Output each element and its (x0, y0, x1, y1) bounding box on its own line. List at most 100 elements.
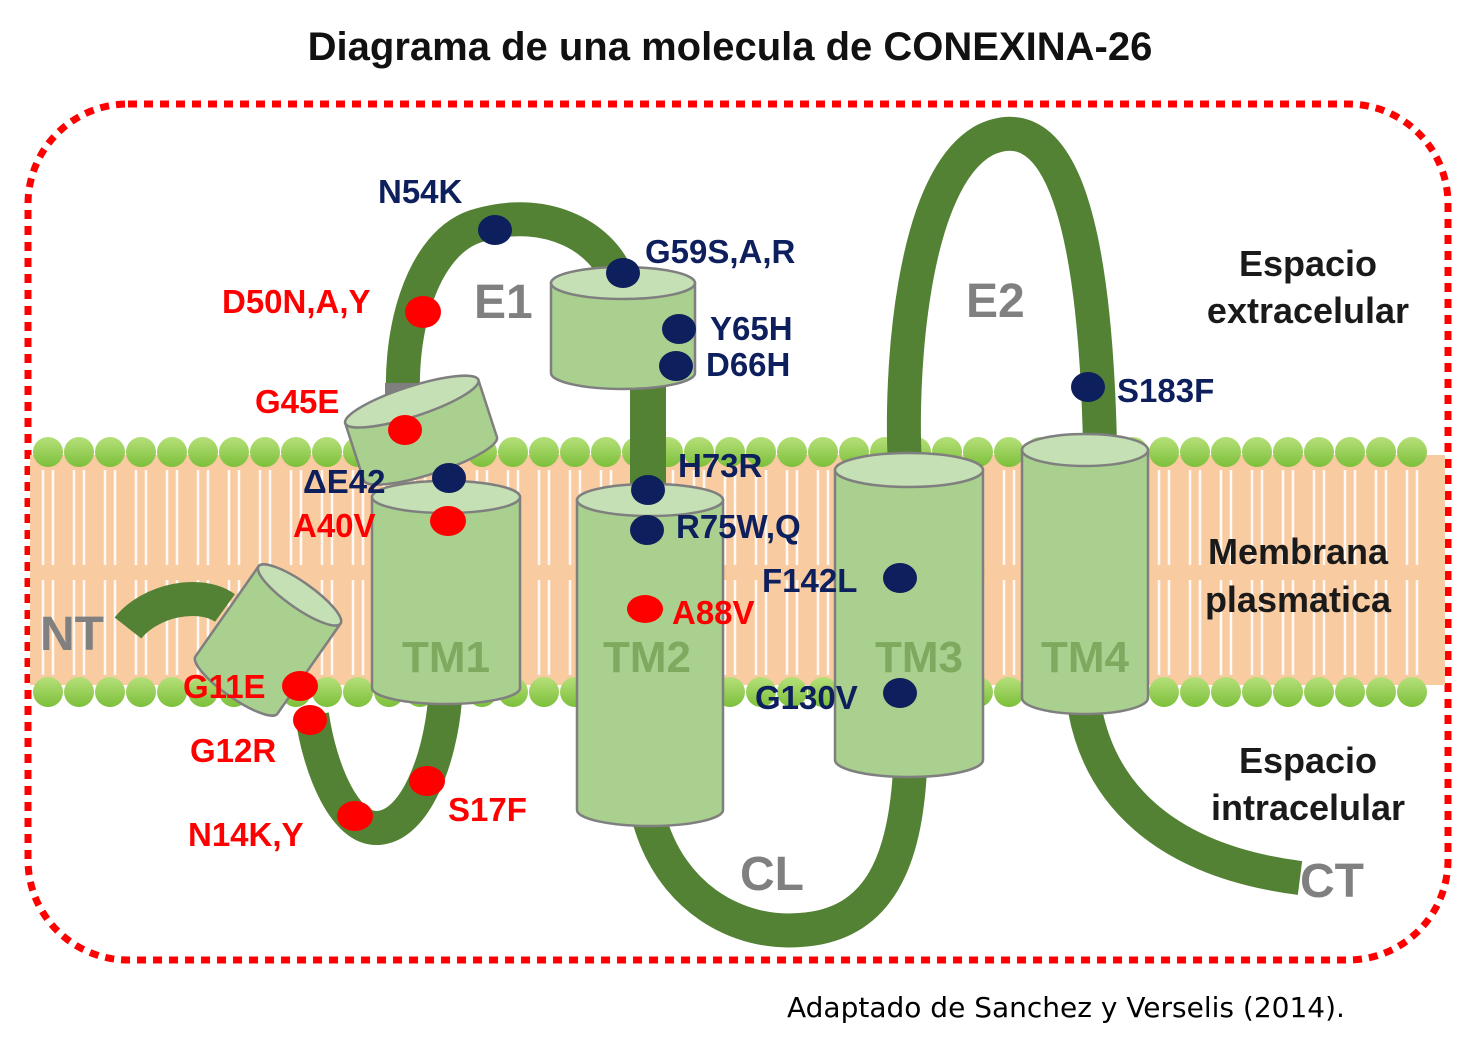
lipid-head (1149, 677, 1179, 707)
dot-h73r (631, 475, 665, 505)
lipid-head (591, 437, 621, 467)
dotted-border (24, 100, 1452, 964)
dot-g130v (883, 678, 917, 708)
lipid-head (498, 437, 528, 467)
label-g11e: G11E (183, 668, 266, 705)
diagram-title: Diagrama de una molecula de CONEXINA-26 (308, 25, 1153, 69)
tm1-label: TM1 (402, 633, 490, 682)
svg-text:Membrana: Membrana (1208, 531, 1389, 572)
label-g130v: G130V (755, 679, 858, 716)
lipid-head (312, 437, 342, 467)
dot-r75w (630, 515, 664, 545)
ct-label: CT (1300, 855, 1364, 908)
label-r75w: R75W,Q (676, 508, 801, 545)
lipid-head (157, 437, 187, 467)
lipid-head (1304, 437, 1334, 467)
tm3-label: TM3 (875, 633, 963, 682)
lipid-head (777, 677, 807, 707)
dot-d66h (659, 351, 693, 381)
lipid-head (1242, 437, 1272, 467)
label-g59s: G59S,A,R (645, 233, 796, 270)
svg-text:extracelular: extracelular (1207, 290, 1409, 331)
svg-text:intracelular: intracelular (1211, 787, 1405, 828)
tm4-label: TM4 (1041, 633, 1130, 682)
lipid-head (1335, 677, 1365, 707)
tm1-helix (370, 479, 522, 706)
dot-a88v (627, 595, 663, 623)
lipid-head (1211, 677, 1241, 707)
label-d66h: D66H (706, 346, 790, 383)
mutation-dots (282, 215, 1105, 831)
lipid-head (126, 437, 156, 467)
svg-text:plasmatica: plasmatica (1205, 579, 1392, 620)
label-s183f: S183F (1117, 372, 1214, 409)
dot-g11e (282, 671, 318, 701)
lipid-head (33, 437, 63, 467)
dot-de42 (432, 463, 466, 493)
e2-label: E2 (966, 275, 1025, 328)
tm4-helix (1020, 432, 1150, 716)
svg-text:Espacio: Espacio (1239, 740, 1377, 781)
label-h73r: H73R (678, 447, 763, 484)
lipid-head (1304, 677, 1334, 707)
label-g45e: G45E (255, 383, 339, 420)
label-g12r: G12R (190, 732, 276, 769)
lipid-head (1242, 677, 1272, 707)
lipid-head (1366, 677, 1396, 707)
lipid-head (157, 677, 187, 707)
label-n54k: N54K (378, 173, 463, 210)
e2-loop (886, 117, 1117, 466)
lipid-head (1397, 437, 1427, 467)
lipid-head (1273, 437, 1303, 467)
lipid-head (126, 677, 156, 707)
lipid-head (1180, 677, 1210, 707)
nt-label: NT (40, 608, 104, 661)
lipid-head (64, 437, 94, 467)
dot-a40v (430, 506, 466, 536)
lipid-head (188, 677, 218, 707)
lipid-head (1273, 677, 1303, 707)
lipid-head (219, 437, 249, 467)
lipid-head (188, 437, 218, 467)
label-y65h: Y65H (710, 310, 793, 347)
label-d50n: D50N,A,Y (222, 283, 371, 320)
dot-f142l (883, 563, 917, 593)
lipid-head (808, 437, 838, 467)
nt-helix (193, 563, 343, 717)
cytoplasmic-loop (631, 769, 927, 948)
lipid-head (343, 677, 373, 707)
lipid-head (281, 437, 311, 467)
lipid-head (95, 437, 125, 467)
dot-y65h (662, 314, 696, 344)
label-a40v: A40V (293, 507, 376, 544)
tm3-helix (833, 451, 985, 779)
dot-s17f (409, 766, 445, 796)
label-s17f: S17F (448, 791, 527, 828)
dot-g45e (388, 415, 422, 445)
nt-tm1-loop (295, 698, 462, 845)
source-credit: Adaptado de Sanchez y Verselis (2014). (787, 991, 1345, 1024)
lipid-head (1211, 437, 1241, 467)
ct-tail (1068, 706, 1303, 895)
dot-n14k (337, 801, 373, 831)
lipid-head (529, 677, 559, 707)
cl-label: CL (740, 848, 804, 901)
dot-s183f (1071, 372, 1105, 402)
dot-n54k (478, 215, 512, 245)
lipid-head (715, 437, 745, 467)
tm2-label: TM2 (603, 633, 691, 682)
lipid-head (33, 677, 63, 707)
dot-d50n (405, 296, 441, 328)
intracellular-region-label: Espacio intracelular (1211, 740, 1405, 828)
svg-text:Espacio: Espacio (1239, 243, 1377, 284)
lipid-head (1149, 437, 1179, 467)
lipid-head (994, 677, 1024, 707)
lipid-head (808, 677, 838, 707)
lipid-head (312, 677, 342, 707)
label-a88v: A88V (672, 594, 755, 631)
lipid-head (1180, 437, 1210, 467)
lipid-head (994, 437, 1024, 467)
membrane-region-label: Membrana plasmatica (1205, 531, 1392, 620)
lipid-head (777, 437, 807, 467)
